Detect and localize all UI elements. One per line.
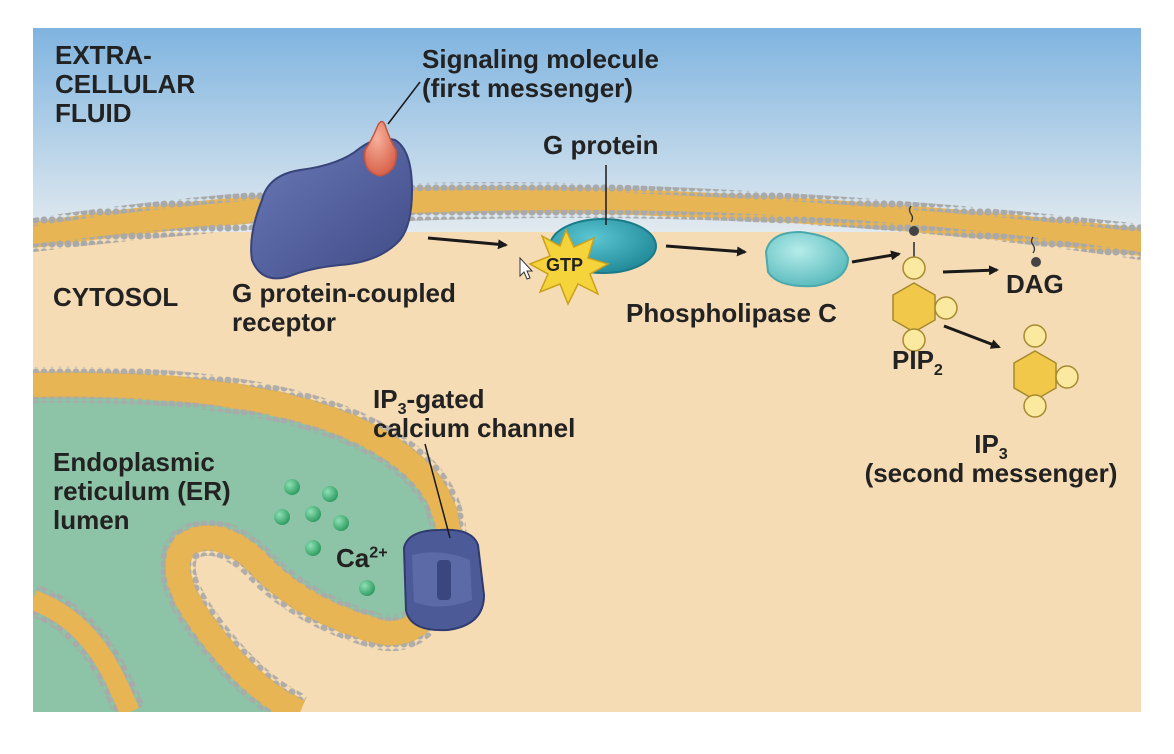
- pathway-arrows: [427, 236, 1001, 349]
- er-line-3: lumen: [53, 505, 130, 535]
- channel-line-1: IP3-gated: [373, 384, 575, 418]
- pip2-subscript: 2: [933, 361, 943, 380]
- pip2-molecule: [892, 205, 958, 352]
- calcium-ion: [305, 540, 321, 556]
- gpcr-line-2: receptor: [232, 307, 337, 337]
- extracellular-line-2: CELLULAR: [55, 69, 196, 99]
- calcium-ions: [274, 479, 375, 596]
- ip3-gated-channel-label: IP3-gated calcium channel: [373, 385, 575, 443]
- gpcr-line-1: G protein-coupled: [232, 278, 456, 308]
- ip3-subscript: 3: [998, 445, 1008, 464]
- calcium-ion: [322, 486, 338, 502]
- gtp-label: GTP: [546, 255, 584, 275]
- endoplasmic-reticulum: [33, 366, 467, 712]
- extracellular-fluid-label: EXTRA- CELLULAR FLUID: [55, 41, 195, 128]
- er-line-1: Endoplasmic: [53, 447, 215, 477]
- signaling-leader-line: [387, 81, 421, 125]
- calcium-ion: [359, 580, 375, 596]
- arrow-plc-to-pip2: [851, 250, 901, 264]
- diagram-frame: [33, 28, 1141, 712]
- channel-gated: -gated: [406, 384, 485, 414]
- er-line-2: reticulum (ER): [53, 476, 231, 506]
- pip2-main: PIP: [892, 345, 934, 375]
- ip3-gated-calcium-channel: [402, 528, 486, 632]
- arrow-receptor-to-g-protein: [427, 236, 508, 250]
- calcium-main: Ca: [336, 543, 370, 573]
- g-protein-coupled-receptor: [250, 137, 414, 280]
- signaling-molecule-label: Signaling molecule (first messenger): [422, 45, 659, 103]
- ip3-molecule: [1013, 324, 1079, 418]
- dag-label: DAG: [1006, 269, 1064, 299]
- signaling-line-2: (first messenger): [422, 73, 633, 103]
- dag-molecule: [1030, 236, 1041, 267]
- calcium-label: Ca2+: [336, 544, 388, 573]
- mouse-cursor-icon: [519, 256, 534, 280]
- arrow-g-protein-to-plc: [665, 244, 747, 257]
- g-protein-label: G protein: [543, 130, 659, 160]
- gtp-star: [528, 228, 610, 306]
- channel-ip: IP: [373, 384, 398, 414]
- arrow-pip2-to-ip3: [943, 324, 1001, 349]
- er-lumen-label: Endoplasmic reticulum (ER) lumen: [53, 448, 231, 535]
- calcium-superscript: 2+: [369, 543, 388, 562]
- channel-leader-line: [424, 443, 451, 539]
- ip3-name: IP3: [846, 429, 1136, 463]
- calcium-ion: [305, 506, 321, 522]
- cytosol-label: CYTOSOL: [53, 282, 179, 312]
- phospholipase-c: [764, 230, 850, 288]
- signaling-molecule: [363, 120, 397, 177]
- ip3-label: IP3 (second messenger): [846, 430, 1136, 488]
- pip2-label: PIP2: [892, 345, 943, 379]
- calcium-ion: [274, 509, 290, 525]
- extracellular-line-3: FLUID: [55, 98, 132, 128]
- calcium-ion: [333, 515, 349, 531]
- arrow-pip2-to-dag: [942, 265, 999, 276]
- phospholipase-c-label: Phospholipase C: [626, 298, 837, 328]
- extracellular-line-1: EXTRA-: [55, 40, 152, 70]
- channel-line-2: calcium channel: [373, 413, 576, 443]
- second-messenger-label: (second messenger): [864, 458, 1118, 488]
- channel-subscript: 3: [397, 400, 407, 419]
- signaling-line-1: Signaling molecule: [422, 44, 659, 74]
- calcium-ion: [284, 479, 300, 495]
- ip3-main: IP: [974, 429, 999, 459]
- gpcr-label: G protein-coupled receptor: [232, 279, 456, 337]
